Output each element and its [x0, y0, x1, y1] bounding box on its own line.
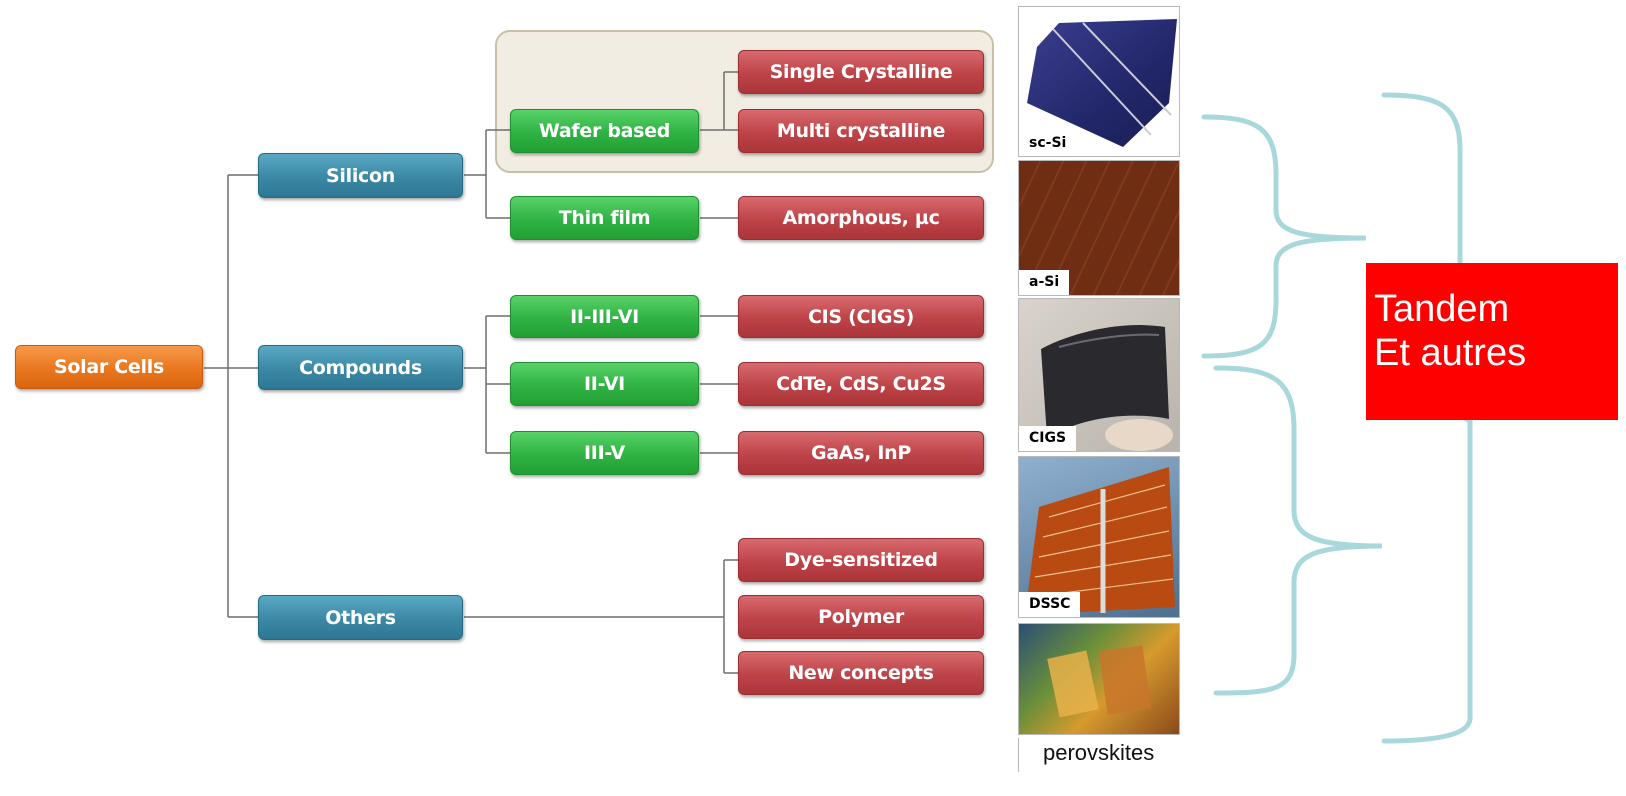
cigs-label: CIGS [1019, 426, 1077, 451]
compounds-node: Compounds [258, 345, 463, 390]
tandem-line-1: Tandem [1374, 288, 1510, 330]
single-crystalline-node: Single Crystalline [738, 50, 984, 94]
thin-film-node: Thin film [510, 196, 699, 240]
gaas-inp-node: GaAs, InP [738, 431, 984, 475]
polymer-node: Polymer [738, 595, 984, 639]
tandem-box: Tandem Et autres [1366, 263, 1618, 420]
a-si-label: a-Si [1019, 270, 1070, 295]
a-si-photo: a-Si [1018, 160, 1180, 296]
cis-cigs-node: CIS (CIGS) [738, 295, 984, 338]
perovskites-label: perovskites [1018, 738, 1178, 772]
dssc-photo: DSSC [1018, 456, 1180, 618]
amorphous-node: Amorphous, µc [738, 196, 984, 240]
others-node: Others [258, 595, 463, 640]
multi-crystalline-node: Multi crystalline [738, 109, 984, 153]
sc-si-label: sc-Si [1019, 131, 1077, 156]
ii-iii-vi-node: II-III-VI [510, 295, 699, 338]
new-concepts-node: New concepts [738, 651, 984, 695]
bracket-cigs-perovskites [1213, 365, 1383, 696]
tandem-line-2: Et autres [1374, 332, 1527, 374]
cigs-flexible-cell-image [1041, 325, 1173, 451]
dssc-label: DSSC [1019, 592, 1081, 617]
tree-connectors [204, 71, 738, 674]
iii-v-node: III-V [510, 431, 699, 475]
perovskites-photo [1018, 623, 1180, 735]
sc-si-wafer-image [1027, 19, 1177, 147]
solar-cells-node: Solar Cells [15, 345, 203, 389]
dye-sensitized-node: Dye-sensitized [738, 538, 984, 582]
ii-vi-node: II-VI [510, 362, 699, 406]
wafer-based-node: Wafer based [510, 109, 699, 153]
cdte-node: CdTe, CdS, Cu2S [738, 362, 984, 406]
perovskite-cells-image [1047, 645, 1152, 718]
sc-si-photo: sc-Si [1018, 6, 1180, 157]
cigs-photo: CIGS [1018, 298, 1180, 452]
bracket-silicon-cigs [1201, 114, 1367, 359]
silicon-node: Silicon [258, 153, 463, 198]
